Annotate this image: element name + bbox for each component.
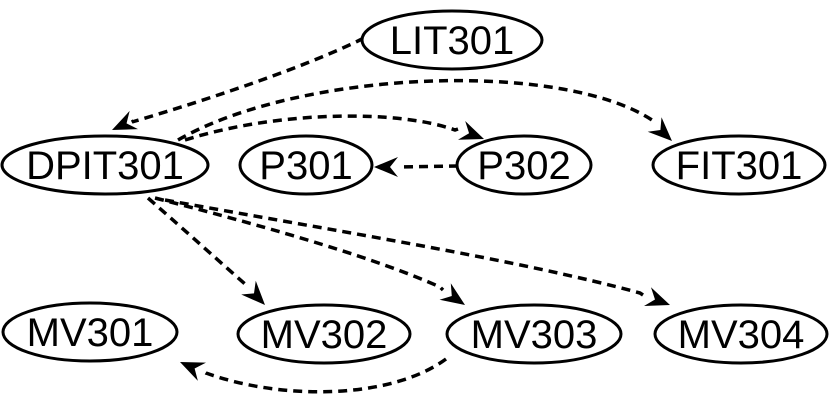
- node-ellipse: [445, 303, 623, 365]
- arrowhead-icon: [458, 121, 484, 140]
- arrowhead-icon: [241, 280, 265, 305]
- node-p301[interactable]: P301: [238, 134, 374, 196]
- node-ellipse: [455, 134, 593, 196]
- node-fit301[interactable]: FIT301: [651, 134, 827, 196]
- node-ellipse: [653, 303, 829, 365]
- edge-dpit301-to-mv304: [164, 198, 670, 307]
- node-label: P302: [477, 144, 570, 188]
- edge-layer: [112, 36, 672, 394]
- edge-line: [146, 196, 249, 288]
- node-mv303[interactable]: MV303: [445, 303, 623, 365]
- edge-lit301-to-dpit301: [112, 36, 365, 130]
- node-label: DPIT301: [26, 144, 184, 188]
- arrowhead-icon: [180, 362, 206, 381]
- edge-dpit301-to-fit301: [177, 78, 672, 142]
- node-ellipse: [238, 134, 374, 196]
- node-dpit301[interactable]: DPIT301: [0, 134, 210, 196]
- node-label: FIT301: [676, 144, 803, 188]
- edge-dpit301-to-mv302: [146, 196, 265, 305]
- arrowhead-icon: [439, 283, 465, 305]
- node-label: MV302: [261, 313, 388, 357]
- node-ellipse: [651, 134, 827, 196]
- node-ellipse: [360, 9, 544, 71]
- edge-line: [130, 36, 365, 124]
- edge-line: [164, 198, 644, 297]
- node-p302[interactable]: P302: [455, 134, 593, 196]
- node-ellipse: [0, 134, 210, 196]
- arrowhead-icon: [374, 157, 398, 177]
- node-label: MV304: [678, 313, 805, 357]
- arrowhead-icon: [644, 287, 670, 307]
- arrowhead-icon: [647, 117, 672, 141]
- node-ellipse: [236, 303, 412, 365]
- node-lit301[interactable]: LIT301: [360, 9, 544, 71]
- node-label: P301: [259, 144, 352, 188]
- node-ellipse: [1, 301, 179, 363]
- node-label: MV303: [471, 313, 598, 357]
- edge-line: [154, 196, 445, 292]
- node-mv301[interactable]: MV301: [1, 301, 179, 363]
- node-mv302[interactable]: MV302: [236, 303, 412, 365]
- node-mv304[interactable]: MV304: [653, 303, 829, 365]
- node-label: LIT301: [390, 19, 515, 63]
- edge-dpit301-to-p302: [184, 114, 484, 142]
- node-label: MV301: [27, 311, 154, 355]
- edge-line: [398, 164, 459, 169]
- edge-line: [177, 78, 655, 142]
- edge-p302-to-p301: [374, 157, 459, 177]
- edge-line: [204, 357, 448, 394]
- arrowhead-icon: [112, 110, 138, 130]
- edge-dpit301-to-mv303: [154, 196, 465, 305]
- edge-mv303-to-mv301: [180, 357, 448, 394]
- edge-line: [184, 114, 459, 142]
